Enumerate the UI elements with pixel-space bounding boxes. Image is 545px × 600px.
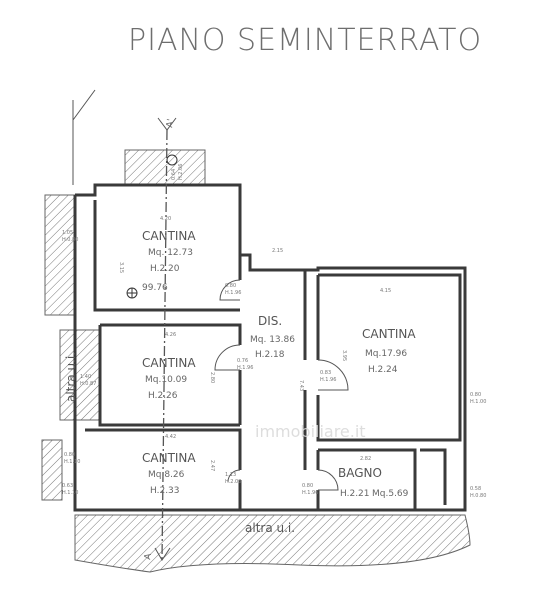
svg-text:Mq.8.26: Mq.8.26: [148, 470, 185, 480]
svg-text:0.80: 0.80: [225, 283, 236, 289]
wall-cantina2: [98, 325, 240, 427]
svg-text:H.1.00: H.1.00: [470, 399, 486, 405]
svg-text:0.80: 0.80: [64, 452, 75, 458]
svg-text:H.0.80: H.0.80: [62, 237, 78, 243]
dim-label: 4.42: [165, 434, 176, 440]
dim-label: 7.43: [298, 380, 304, 391]
outer-wall: [73, 183, 467, 512]
room-cantina4: CANTINA Mq.17.96 H.2.24: [362, 327, 416, 375]
svg-text:H.1.96: H.1.96: [320, 377, 336, 383]
svg-text:0.63: 0.63: [62, 483, 73, 489]
svg-text:1.05: 1.05: [62, 230, 73, 236]
other-unit-left: altra u.i.: [64, 352, 78, 402]
dim-label: 2.47: [209, 460, 215, 471]
room-dis: DIS. Mq. 13.86 H.2.18: [250, 314, 295, 360]
dim-label: 2.80: [209, 372, 215, 383]
door-swing: [317, 469, 339, 491]
svg-text:H.1.10: H.1.10: [64, 459, 80, 465]
svg-text:0.80: 0.80: [470, 392, 481, 398]
svg-text:BAGNO: BAGNO: [338, 466, 382, 480]
hatched-wall-left-2: [59, 329, 101, 421]
door-swing: [219, 279, 241, 301]
dim-label: 4.20: [160, 216, 171, 222]
watermark: immobiliare.it: [255, 422, 366, 441]
svg-text:H.2.33: H.2.33: [150, 486, 180, 496]
svg-text:H.2.20: H.2.20: [150, 264, 180, 274]
svg-text:H.0.80: H.0.80: [470, 493, 486, 499]
plan-title: PIANO SEMINTERRATO: [128, 23, 482, 58]
room-cantina2: CANTINA Mq.10.09 H.2.26: [142, 356, 196, 401]
hatched-ground-bottom: [74, 514, 471, 573]
svg-text:H.2.06: H.2.06: [178, 164, 184, 180]
svg-text:0.64: 0.64: [171, 169, 177, 180]
dim-label: 3.15: [118, 262, 124, 273]
svg-text:0.80: 0.80: [302, 483, 313, 489]
svg-text:Mq.17.96: Mq.17.96: [365, 349, 407, 359]
room-cantina3: CANTINA Mq.8.26 H.2.33: [142, 451, 196, 496]
svg-text:H.2.21: H.2.21: [340, 489, 370, 499]
room-bagno: BAGNO H.2.21 Mq.5.69: [338, 466, 409, 499]
section-arrow-top: [157, 117, 177, 131]
svg-text:H.0.87: H.0.87: [80, 381, 96, 387]
room-cantina1: CANTINA Mq. 12.73 H.2.20: [142, 229, 196, 274]
wall-cantina3-top: [85, 428, 242, 470]
elevation-cross: [127, 288, 137, 298]
hatched-wall-left-3: [41, 439, 63, 501]
svg-text:H.2.18: H.2.18: [255, 350, 285, 360]
svg-text:H.2.26: H.2.26: [148, 391, 178, 401]
stair-marker-icon: [166, 154, 178, 166]
svg-text:0.58: 0.58: [470, 486, 481, 492]
svg-text:Mq. 13.86: Mq. 13.86: [250, 335, 295, 345]
hatched-wall-left: [44, 194, 76, 316]
svg-text:CANTINA: CANTINA: [142, 356, 196, 370]
wall-cantina1: [93, 200, 240, 312]
wall-cantina2-top: [100, 323, 242, 345]
dim-label: 4.26: [165, 332, 176, 338]
svg-text:Mq.10.09: Mq.10.09: [145, 375, 187, 385]
dim-label: 4.15: [380, 288, 391, 294]
svg-text:1.13: 1.13: [225, 472, 236, 478]
section-arrow-bottom: [154, 547, 171, 561]
door-swing: [317, 359, 349, 391]
svg-text:CANTINA: CANTINA: [142, 229, 196, 243]
svg-text:H.2.08: H.2.08: [225, 479, 241, 485]
svg-text:H.1.96: H.1.96: [302, 490, 318, 496]
wall-cantina4: [316, 273, 462, 442]
other-unit-bottom: altra u.i.: [245, 521, 295, 535]
section-marker-top: A': [165, 118, 176, 128]
svg-text:H.2.24: H.2.24: [368, 365, 398, 375]
svg-text:0.76: 0.76: [237, 358, 248, 364]
dim-label: 2.15: [272, 248, 283, 254]
construction-line: [72, 89, 96, 121]
hatched-stair-top: [124, 149, 206, 186]
svg-text:Mq.5.69: Mq.5.69: [372, 489, 409, 499]
door-swing: [227, 469, 241, 483]
dim-label: 3.95: [341, 350, 347, 361]
svg-text:CANTINA: CANTINA: [142, 451, 196, 465]
elevation-value: 99.76: [142, 283, 168, 293]
wall-bagno-niche: [420, 448, 447, 505]
dim-label: 2.82: [360, 456, 371, 462]
svg-text:H.1.10: H.1.10: [62, 490, 78, 496]
svg-text:1.40: 1.40: [80, 374, 91, 380]
svg-text:CANTINA: CANTINA: [362, 327, 416, 341]
opening-labels: 0.80 H.1.96 0.76 H.1.96 1.13 H.2.08 0.83…: [62, 164, 486, 499]
wall-bagno: [318, 448, 417, 510]
svg-text:H.1.96: H.1.96: [225, 290, 241, 296]
svg-text:H.1.96: H.1.96: [237, 365, 253, 371]
svg-text:DIS.: DIS.: [258, 314, 282, 328]
svg-text:Mq. 12.73: Mq. 12.73: [148, 248, 193, 258]
svg-text:0.83: 0.83: [320, 370, 331, 376]
door-swing: [214, 344, 241, 371]
section-marker-bottom: A: [143, 552, 154, 561]
